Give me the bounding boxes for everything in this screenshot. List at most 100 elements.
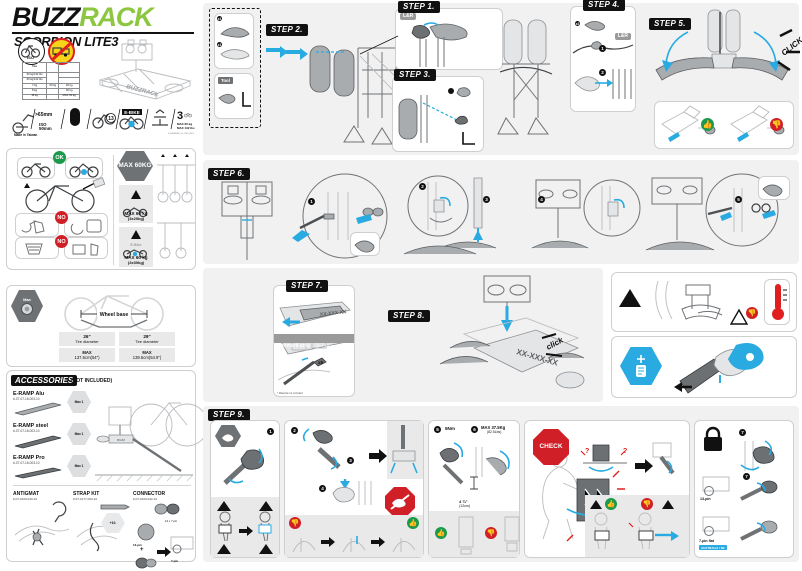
- step-9a-illustration: [223, 448, 265, 485]
- maintenance-panel: [611, 336, 797, 398]
- step-9-num-1: 1: [267, 428, 274, 435]
- heat-warning-panel: 👎: [611, 272, 797, 332]
- hand-tight-hex-icon: [215, 425, 241, 447]
- thumbs-down-icon: 👎: [641, 498, 653, 510]
- spec-cell: 18 kg: [21, 93, 48, 100]
- step-9-height-sub: (12cm): [459, 504, 471, 508]
- accessory-badge-2: Max 1: [67, 455, 91, 477]
- step-9b-illustration-1: [302, 428, 341, 470]
- step-6-detail-4: [645, 173, 779, 251]
- step-6-detail-2: [403, 175, 497, 255]
- step-6-base-illustration: [221, 181, 273, 260]
- step-6-tag: STEP 6.: [208, 168, 250, 180]
- step-9e-plug7-illustration: [740, 520, 778, 541]
- bike-load-block: MAX 60 kg (3x20kg): [119, 185, 153, 223]
- tire-size-0: 26": [83, 334, 91, 339]
- step-7-panel: XX-XXX-XX Denmark only 60 x 120 mm x8 * …: [273, 285, 355, 397]
- svg-text:?: ?: [623, 448, 627, 455]
- vehicle-13pin-icon: [702, 476, 730, 496]
- accessory-name-4: STRAP KIT: [73, 491, 100, 497]
- no-case-box-3: [15, 237, 59, 259]
- step-5-incorrect-illustration: [730, 105, 785, 142]
- maintenance-illustration: [674, 343, 764, 394]
- step-9c-compare-strip: 👍 👎: [429, 511, 520, 557]
- step-9b-sequence-strip: 👎 👍: [285, 515, 423, 557]
- step-9c-illustration: [439, 442, 510, 490]
- step-4-panel: x2 L&R 1 2: [570, 6, 636, 112]
- ok-badge: OK: [53, 151, 66, 164]
- step-9-max-load: MAX 37.5Kg: [481, 425, 506, 430]
- accessory-badge-label-0: Max 1: [74, 400, 84, 404]
- step-9d-compare-strip: 👍 👎: [585, 495, 689, 557]
- step-4-qty: x2: [575, 21, 580, 26]
- thumbs-down-icon: 👎: [289, 517, 301, 529]
- accessories-heading-note: (NOT INCLUDED): [71, 378, 113, 384]
- warning-triangle-icon: [662, 500, 674, 509]
- wheelbase-diagram-label: Wheel base: [100, 312, 129, 318]
- warning-triangle-icon: [259, 544, 273, 554]
- step-6-num-3: 3: [483, 196, 490, 203]
- accessories-divider: [13, 485, 191, 486]
- ebike-icon: [122, 249, 148, 259]
- warning-triangle-icon: [217, 501, 231, 511]
- connector-13pin-label: 13-pin: [133, 543, 142, 547]
- allen-key-icon: [218, 92, 251, 107]
- tool-box: Tool: [214, 73, 254, 119]
- thermometer-panel: [764, 279, 790, 325]
- ebike-ok-box: [65, 157, 103, 179]
- thumbs-up-icon: 👍: [605, 498, 617, 510]
- step-9d-panel: CHECK ? ?: [524, 420, 690, 558]
- bike-measure-diagram: [24, 177, 106, 213]
- step-9-height: 4 ¾": [459, 499, 468, 504]
- denmark-label: Denmark only: [277, 343, 311, 349]
- step-6-detail-1: [292, 173, 388, 259]
- step-8-tag: STEP 8.: [388, 310, 430, 322]
- tire-col-1-header: 29" Tire diameter: [119, 332, 175, 346]
- svg-text:>65mm: >65mm: [35, 112, 53, 118]
- step-4-num-1: 1: [599, 45, 606, 52]
- step-5-correct-illustration: [661, 105, 716, 142]
- step-4-tag: STEP 4.: [583, 0, 625, 11]
- panel-divider: [113, 155, 114, 265]
- warning-triangle-icon: [217, 544, 231, 554]
- step-9a-panel: 1: [210, 420, 280, 558]
- thumbs-down-icon: 👎: [485, 527, 497, 539]
- bike-load-sub: (3x20kg): [127, 216, 145, 221]
- step-7-tag: STEP 7.: [286, 280, 328, 292]
- thumbs-up-icon: 👍: [701, 118, 714, 131]
- warning-triangle-icon: [131, 230, 141, 239]
- stacking-diagram-ebikes: [157, 222, 195, 259]
- warning-triangle-icon: [590, 500, 602, 509]
- step-1-panel: L&R: [395, 8, 503, 70]
- accessory-item-0: E-RAMP Alu #-07-07-16-003-10: [13, 391, 63, 417]
- made-in-label: Made in Taiwan: [14, 133, 38, 137]
- strap-part-icon: [220, 49, 250, 60]
- step-9b-panel: 2 3 4 �: [284, 420, 424, 558]
- step-9b-result-strip: [387, 421, 423, 479]
- accessory-name-2: E-RAMP Pro: [13, 455, 45, 461]
- step-7-qty: x8: [318, 360, 323, 365]
- svg-text:MAX 132 lbs: MAX 132 lbs: [177, 126, 195, 130]
- doc-code: E-MANUAL-S-LITE3-0001: [168, 133, 194, 135]
- loading-rules-panel: OK NO NO: [6, 148, 196, 270]
- wheelbase-panel: Max Wheel base 26" Tire diameter 29" Tir…: [6, 285, 196, 367]
- connector-7pin-label: 7-pin: [171, 559, 179, 563]
- spec-table: Max 60 kg/132 lbs 60 kg/132 lbs 7 kg 60 …: [21, 62, 80, 100]
- ramp-pro-icon: [14, 467, 62, 479]
- strap-kit-badge: +10.: [101, 513, 125, 533]
- svg-text:E-BIKE: E-BIKE: [124, 110, 140, 115]
- wheelbase-hex-label: Max: [23, 296, 31, 302]
- step-6-num-1: 1: [308, 198, 315, 205]
- svg-text:3: 3: [177, 110, 183, 122]
- antitheft-cable-icon: [14, 501, 70, 546]
- accessories-heading: ACCESSORIES: [11, 375, 78, 386]
- step-9a-detail-strip: [211, 497, 279, 557]
- step-9-num-7: 7: [739, 429, 746, 436]
- accessory-name-3: ANTIGMAT: [13, 491, 40, 497]
- strap-kit-icon: [76, 504, 130, 552]
- tire-caption-0: Tire diameter: [75, 339, 99, 344]
- step-3-panel: [392, 76, 484, 152]
- ramp-steel-icon: [14, 435, 62, 449]
- bike-icon: [122, 207, 148, 218]
- bike-allowed-badge: ISO: [18, 38, 45, 65]
